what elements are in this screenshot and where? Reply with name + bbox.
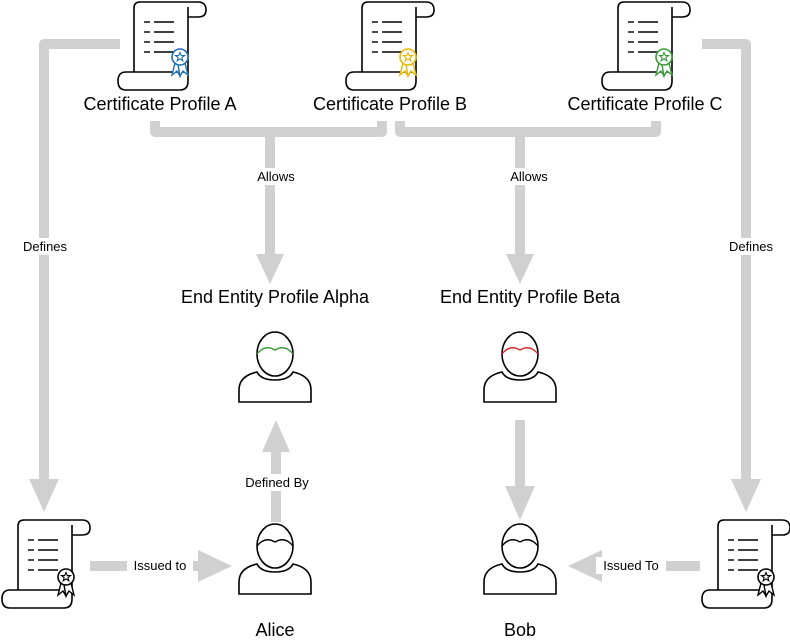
connector-defines-right xyxy=(702,39,761,512)
edge-label-defines-right: Defines xyxy=(729,239,774,254)
hair-red-icon xyxy=(501,347,539,355)
connector-defines-left xyxy=(29,39,120,512)
connector-allows-alpha xyxy=(150,121,387,284)
certificate-scroll-icon xyxy=(345,1,435,91)
end-entity-profile-alpha-label: End Entity Profile Alpha xyxy=(181,287,370,307)
badge-issued-right-icon xyxy=(756,568,776,598)
alice-label: Alice xyxy=(255,620,294,640)
connectors xyxy=(29,39,761,582)
badge-issued-left-icon xyxy=(56,568,76,598)
connector-beta-to-bob xyxy=(505,420,535,520)
edge-labels: Allows Allows Defines Defines Defined By… xyxy=(17,168,779,574)
end-entity-profile-beta-label: End Entity Profile Beta xyxy=(440,287,621,307)
end-entity-beta-person xyxy=(483,331,557,403)
certificate-scroll-icon xyxy=(601,1,691,91)
end-entity-alpha-person xyxy=(238,331,312,403)
edge-label-issued-to-left: Issued to xyxy=(134,558,187,573)
person-icon xyxy=(238,523,312,595)
hair-green-icon xyxy=(256,347,294,355)
edge-label-defines-left: Defines xyxy=(23,239,68,254)
edge-label-allows-left: Allows xyxy=(257,169,295,184)
certificate-profile-b: Certificate Profile B xyxy=(313,1,467,114)
certificate-profile-a: Certificate Profile A xyxy=(83,1,237,114)
certificate-scroll-icon xyxy=(1,519,91,609)
certificate-profile-c: Certificate Profile C xyxy=(567,1,723,114)
connector-defined-by xyxy=(262,420,290,522)
person-icon xyxy=(238,331,312,403)
badge-c-icon xyxy=(654,48,674,78)
issued-certificate-right xyxy=(701,519,790,609)
certificate-profile-b-label: Certificate Profile B xyxy=(313,94,467,114)
edge-label-allows-right: Allows xyxy=(510,169,548,184)
badge-b-icon xyxy=(398,48,418,78)
certificate-profile-c-label: Certificate Profile C xyxy=(567,94,722,114)
bob-label: Bob xyxy=(504,620,536,640)
certificate-profile-a-label: Certificate Profile A xyxy=(83,94,236,114)
alice: Alice xyxy=(238,523,312,640)
connector-allows-beta xyxy=(395,121,661,284)
hair-icon xyxy=(256,539,294,547)
badge-a-icon xyxy=(170,48,190,78)
edge-label-defined-by: Defined By xyxy=(245,475,309,490)
certificate-scroll-icon xyxy=(117,1,207,91)
hair-icon xyxy=(501,539,539,547)
issued-certificate-left xyxy=(1,519,91,609)
person-icon xyxy=(483,331,557,403)
bob: Bob xyxy=(483,523,557,640)
person-icon xyxy=(483,523,557,595)
certificate-scroll-icon xyxy=(701,519,790,609)
edge-label-issued-to-right: Issued To xyxy=(603,558,658,573)
